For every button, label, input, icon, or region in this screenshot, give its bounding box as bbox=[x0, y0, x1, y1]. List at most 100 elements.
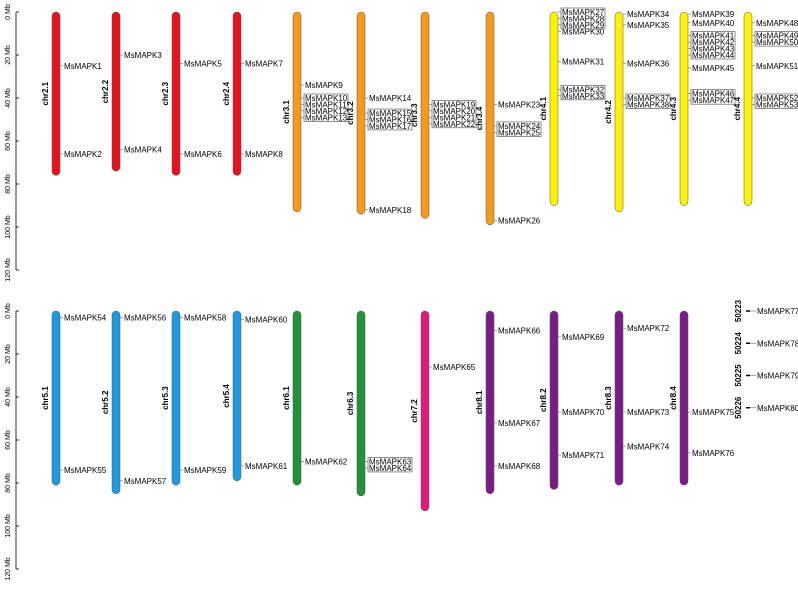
gene-label: MsMAPK36 bbox=[627, 60, 670, 69]
chromosome-bar bbox=[679, 310, 689, 486]
gene-label: MsMAPK72 bbox=[627, 324, 670, 333]
gene-label: MsMAPK16 bbox=[369, 116, 412, 125]
gene-label: MsMAPK56 bbox=[124, 313, 167, 322]
gene-cluster-box bbox=[496, 121, 542, 137]
chromosome-bar bbox=[614, 11, 624, 213]
gene-label: MsMAPK18 bbox=[369, 206, 412, 215]
gene-label: MsMAPK62 bbox=[305, 458, 348, 467]
gene-label: MsMAPK2 bbox=[64, 150, 102, 159]
chromosome-bar bbox=[232, 11, 242, 176]
gene-label: MsMAPK41 bbox=[692, 32, 735, 41]
gene-label: MsMAPK63 bbox=[369, 458, 412, 467]
gene-label: MsMAPK43 bbox=[692, 45, 735, 54]
gene-label: MsMAPK57 bbox=[124, 477, 167, 486]
gene-label: MsMAPK26 bbox=[498, 217, 541, 226]
gene-label: MsMAPK21 bbox=[433, 113, 476, 122]
gene-label: MsMAPK54 bbox=[64, 313, 107, 322]
scaffold-50225: 50225 MsMAPK79 bbox=[734, 364, 798, 387]
gene-label: MsMAPK50 bbox=[756, 38, 798, 47]
chromosome-label: chr6.3 bbox=[346, 391, 355, 415]
chromosome-chr4.1: chr4.1MsMAPK27MsMAPK28MsMAPK29MsMAPK30Ms… bbox=[539, 7, 606, 206]
scaffold-label: 50225 bbox=[734, 364, 743, 387]
chromosome-label: chr4.3 bbox=[669, 96, 678, 120]
gene-label: MsMAPK74 bbox=[627, 442, 670, 451]
gene-label: MsMAPK32 bbox=[562, 85, 605, 94]
chromosome-label: chr3.3 bbox=[410, 103, 419, 127]
gene-cluster-box bbox=[303, 93, 349, 122]
scaffold-label: 50224 bbox=[734, 332, 743, 355]
chromosome-bar bbox=[485, 11, 495, 226]
gene-label: MsMAPK15 bbox=[369, 109, 412, 118]
gene-label: MsMAPK44 bbox=[692, 51, 735, 60]
chromosome-label: chr6.1 bbox=[282, 386, 291, 410]
gene-cluster-box bbox=[560, 7, 606, 30]
gene-label: MsMAPK70 bbox=[562, 408, 605, 417]
chromosome-label: chr3.2 bbox=[346, 101, 355, 125]
gene-label: MsMAPK39 bbox=[692, 10, 735, 19]
gene-label: MsMAPK69 bbox=[562, 333, 605, 342]
gene-label: MsMAPK23 bbox=[498, 100, 541, 109]
chromosome-label: chr8.3 bbox=[604, 386, 613, 410]
gene-label: MsMAPK27 bbox=[562, 8, 605, 17]
gene-label: MsMAPK47 bbox=[692, 96, 735, 105]
chromosome-bar bbox=[743, 11, 753, 206]
chromosome-chr3.2: chr3.2 MsMAPK14MsMAPK15MsMAPK16MsMAPK17Ms… bbox=[346, 11, 413, 215]
gene-label: MsMAPK20 bbox=[433, 107, 476, 116]
gene-label: MsMAPK17 bbox=[369, 122, 412, 131]
chromosome-bar bbox=[420, 310, 430, 512]
chromosome-label: chr3.1 bbox=[282, 100, 291, 124]
chromosome-bar bbox=[356, 310, 366, 497]
axis-tick-label: 80 Mb bbox=[5, 174, 12, 194]
gene-label: MsMAPK45 bbox=[692, 64, 735, 73]
chromosome-chr3.1: chr3.1MsMAPK9MsMAPK10MsMAPK11MsMAPK12MsM… bbox=[282, 11, 349, 213]
gene-label: MsMAPK55 bbox=[64, 466, 107, 475]
axis-tick-label: 80 Mb bbox=[5, 473, 12, 493]
gene-label: MsMAPK30 bbox=[562, 27, 605, 36]
gene-label: MsMAPK33 bbox=[562, 92, 605, 101]
gene-label: MsMAPK40 bbox=[692, 19, 735, 28]
gene-label: MsMAPK46 bbox=[692, 90, 735, 99]
chromosome-bar bbox=[51, 310, 61, 486]
gene-label: MsMAPK34 bbox=[627, 10, 670, 19]
chromosome-bar bbox=[485, 310, 495, 494]
gene-label: MsMAPK14 bbox=[369, 94, 412, 103]
axis-tick-label: 100 Mb bbox=[5, 215, 12, 238]
gene-label: MsMAPK53 bbox=[756, 100, 798, 109]
gene-label: MsMAPK5 bbox=[184, 60, 222, 69]
gene-cluster-box bbox=[367, 108, 413, 131]
gene-label: MsMAPK79 bbox=[757, 372, 798, 381]
gene-label: MsMAPK24 bbox=[498, 122, 541, 131]
chromosome-chr4.3: chr4.3MsMAPK39MsMAPK40MsMAPK41MsMAPK42Ms… bbox=[669, 10, 736, 206]
gene-label: MsMAPK10 bbox=[305, 94, 348, 103]
gene-label: MsMAPK66 bbox=[498, 326, 541, 335]
axis-tick-label: 120 Mb bbox=[5, 557, 12, 580]
gene-label: MsMAPK12 bbox=[305, 107, 348, 116]
gene-label: MsMAPK22 bbox=[433, 120, 476, 129]
scaffold-label: 50226 bbox=[734, 396, 743, 419]
gene-label: MsMAPK51 bbox=[756, 62, 798, 71]
gene-cluster-box bbox=[754, 31, 798, 47]
chromosome-bar bbox=[111, 310, 121, 494]
gene-cluster-box bbox=[625, 93, 671, 109]
axis-tick-label: 20 Mb bbox=[5, 344, 12, 364]
chromosome-label: chr8.4 bbox=[669, 386, 678, 410]
gene-label: MsMAPK61 bbox=[245, 462, 288, 471]
gene-label: MsMAPK49 bbox=[756, 32, 798, 41]
gene-label: MsMAPK6 bbox=[184, 150, 222, 159]
gene-label: MsMAPK76 bbox=[692, 449, 735, 458]
chromosome-bar bbox=[356, 11, 366, 215]
gene-label: MsMAPK1 bbox=[64, 62, 102, 71]
